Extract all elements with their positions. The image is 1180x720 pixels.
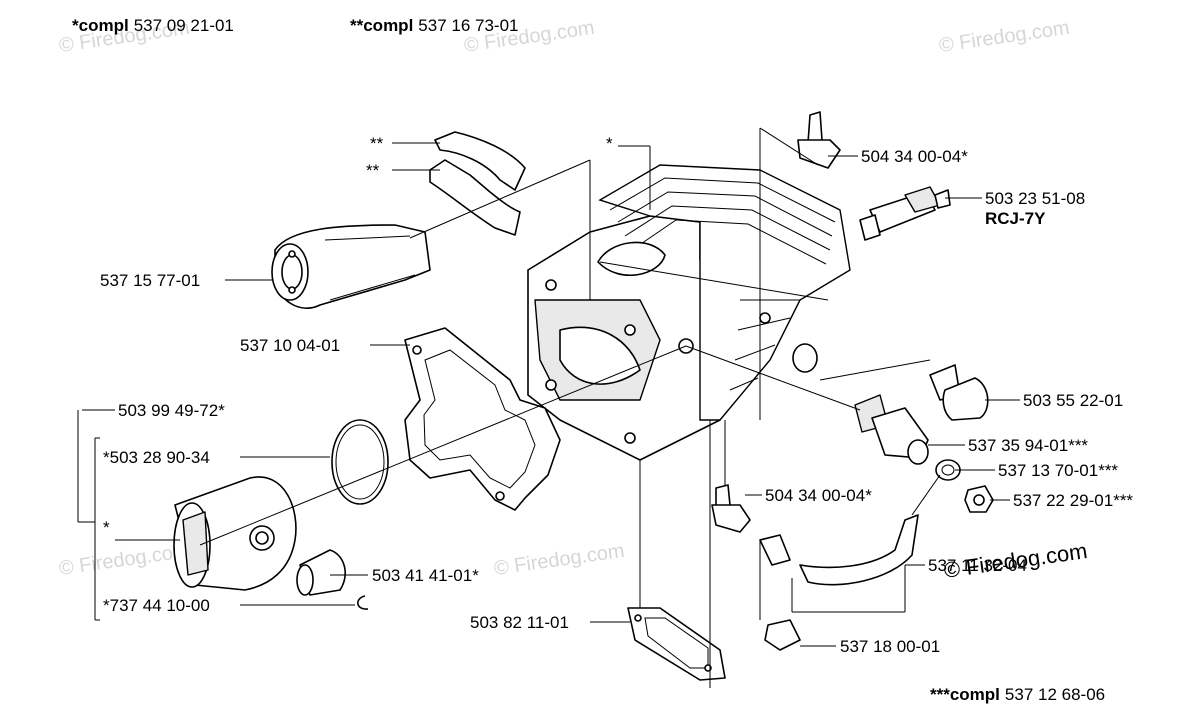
label-intake: 537 15 77-01 (100, 271, 200, 290)
label-washer: 537 13 70-01*** (998, 461, 1118, 480)
plate-gasket-part (627, 607, 726, 681)
label-nut: 537 22 29-01*** (1013, 491, 1133, 510)
label-plug: 537 18 00-01 (840, 637, 940, 656)
label-circlip: *737 44 10-00 (103, 596, 210, 615)
label-fitting: 537 35 94-01*** (968, 436, 1088, 455)
cylinder-part (527, 164, 851, 461)
compl-1-prefix: *compl (72, 16, 129, 35)
compl-3-prefix: ***compl (930, 685, 1000, 704)
needle-bearing-part (296, 549, 346, 596)
fitting-part (854, 394, 929, 465)
leader-lines (77, 127, 1020, 688)
label-hose: 537 11 32-04 (928, 556, 1027, 575)
label-decomp-top: 504 34 00-04* (861, 147, 968, 166)
label-clip-a: ** (370, 134, 384, 153)
compl-2-prefix: **compl (350, 16, 413, 35)
label-clip-b: ** (366, 161, 380, 180)
header-compl-1: *compl 537 09 21-01 (72, 16, 234, 35)
valve-part (929, 364, 989, 421)
watermark-mid-center: © Firedog.com (493, 540, 626, 580)
elbow-bottom-part (711, 484, 751, 533)
part-labels: ** ** * 537 15 77-01 537 10 04-01 503 99… (100, 134, 1133, 656)
decomp-elbow-top-part (797, 111, 841, 169)
circlip-part (357, 595, 369, 610)
label-piston-kit: 503 99 49-72* (118, 401, 225, 420)
nut-part (964, 485, 994, 513)
label-piston-star: * (103, 518, 110, 537)
clip-upper-part (434, 131, 526, 191)
label-bearing: 503 41 41-01* (372, 566, 479, 585)
label-spark-plug: 503 23 51-08 (985, 189, 1085, 208)
watermark-mid-left: © Firedog.com (58, 540, 191, 580)
label-plate-gasket: 503 82 11-01 (470, 613, 569, 632)
base-gasket-part (404, 327, 561, 511)
header-compl-3: ***compl 537 12 68-06 (930, 685, 1105, 704)
clip-lower-part (429, 159, 521, 236)
label-cylinder-star: * (606, 134, 613, 153)
piston-part (173, 476, 297, 591)
label-gasket: 537 10 04-01 (240, 336, 340, 355)
compl-2-number: 537 16 73-01 (418, 16, 518, 35)
header-compl-2: **compl 537 16 73-01 (350, 16, 519, 35)
label-spark-plug-type: RCJ-7Y (985, 209, 1046, 228)
intake-manifold-part (271, 224, 431, 309)
label-ring: *503 28 90-34 (103, 448, 210, 467)
hose-part (759, 514, 919, 586)
piston-ring-part (331, 419, 389, 505)
plug-part (764, 619, 801, 651)
compl-1-number: 537 09 21-01 (134, 16, 234, 35)
spark-plug-part (859, 186, 951, 241)
watermark-top-right: © Firedog.com (938, 17, 1071, 57)
compl-3-number: 537 12 68-06 (1005, 685, 1105, 704)
label-valve: 503 55 22-01 (1023, 391, 1123, 410)
label-elbow: 504 34 00-04* (765, 486, 872, 505)
